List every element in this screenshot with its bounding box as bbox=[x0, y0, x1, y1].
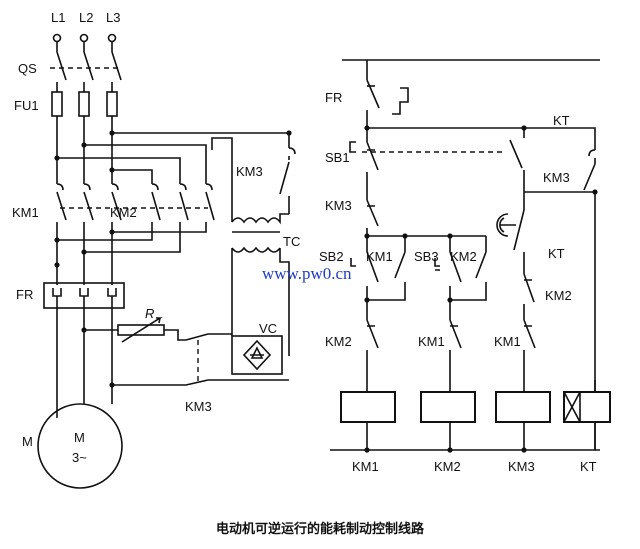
kt-timed-contact: KT bbox=[496, 192, 565, 266]
label-km3-aux: KM3 bbox=[543, 170, 570, 185]
km3-nc-contact: KM3 bbox=[325, 190, 379, 236]
label-coil-km3: KM3 bbox=[508, 459, 535, 474]
km1-main-contacts: KM1 bbox=[12, 183, 122, 221]
label-km3-nc: KM3 bbox=[325, 198, 352, 213]
label-motor-letter: M bbox=[22, 434, 33, 449]
transformer-tc: TC bbox=[211, 137, 300, 356]
coil-kt bbox=[563, 391, 611, 423]
coil-km2 bbox=[420, 391, 476, 423]
terminal-l1 bbox=[52, 33, 62, 43]
label-motor-phase: 3~ bbox=[72, 450, 87, 465]
label-km3-main: KM3 bbox=[236, 164, 263, 179]
diagram-caption: 电动机可逆运行的能耗制动控制线路 bbox=[216, 521, 425, 537]
label-coil-kt: KT bbox=[580, 459, 597, 474]
label-sb1: SB1 bbox=[325, 150, 350, 165]
interlock-contacts: KM2 KM1 KM1 bbox=[325, 310, 536, 392]
qs-switch: QS bbox=[18, 42, 122, 92]
motor: M 3~ M bbox=[22, 340, 123, 489]
terminal-l2 bbox=[79, 33, 89, 43]
sb1-button: SB1 bbox=[325, 128, 504, 190]
rectifier-vc: VC bbox=[231, 320, 283, 375]
sb2-km1-branch: SB2 KM1 bbox=[319, 236, 406, 310]
main-circuit: L1 L2 L3 QS FU1 bbox=[12, 10, 300, 489]
label-sb3: SB3 bbox=[414, 249, 439, 264]
km2-int-contact: KM2 bbox=[523, 266, 572, 312]
terminal-l3 bbox=[107, 33, 117, 43]
label-fr-right: FR bbox=[325, 90, 342, 105]
coil-km3 bbox=[495, 391, 551, 423]
km3-bottom-contacts: KM3 bbox=[109, 333, 289, 414]
label-km1-ic2: KM1 bbox=[494, 334, 521, 349]
km3-main-contact: KM3 bbox=[236, 147, 296, 214]
resistor-r: R bbox=[81, 306, 186, 343]
fr-nc-contact: FR bbox=[325, 60, 409, 128]
label-l3: L3 bbox=[106, 10, 120, 25]
label-r: R bbox=[145, 306, 154, 321]
label-fu1: FU1 bbox=[14, 98, 39, 113]
label-km2-ic: KM2 bbox=[325, 334, 352, 349]
label-kt-top: KT bbox=[553, 113, 570, 128]
label-motor-name: M bbox=[74, 430, 85, 445]
label-kt-mid: KT bbox=[548, 246, 565, 261]
kt-nc-contact: KT bbox=[553, 113, 596, 450]
label-l2: L2 bbox=[79, 10, 93, 25]
fu1-fuses: FU1 bbox=[14, 91, 118, 117]
fr-thermal-relay: FR bbox=[16, 265, 125, 340]
label-km1-main: KM1 bbox=[12, 205, 39, 220]
label-km2-main: KM2 bbox=[110, 205, 137, 220]
label-km1-aux: KM1 bbox=[366, 249, 393, 264]
coils: KM1 KM2 KM3 KT bbox=[340, 380, 611, 474]
watermark: www.pw0.cn bbox=[262, 264, 352, 283]
control-circuit: FR SB1 KM3 KT KM3 bbox=[319, 59, 611, 474]
label-km2-int: KM2 bbox=[545, 288, 572, 303]
label-km3-bottom: KM3 bbox=[185, 399, 212, 414]
label-sb2: SB2 bbox=[319, 249, 344, 264]
km2-main-contacts: KM2 bbox=[110, 183, 215, 221]
label-vc: VC bbox=[259, 321, 277, 336]
label-coil-km2: KM2 bbox=[434, 459, 461, 474]
sb3-km2-branch: SB3 KM2 bbox=[414, 235, 487, 310]
label-km1-ic: KM1 bbox=[418, 334, 445, 349]
label-l1: L1 bbox=[51, 10, 65, 25]
km3-aux-contact: KM3 bbox=[524, 170, 598, 195]
label-km2-aux: KM2 bbox=[450, 249, 477, 264]
coil-km1 bbox=[340, 391, 396, 423]
label-qs: QS bbox=[18, 61, 37, 76]
label-tc: TC bbox=[283, 234, 300, 249]
label-coil-km1: KM1 bbox=[352, 459, 379, 474]
label-fr-left: FR bbox=[16, 287, 33, 302]
